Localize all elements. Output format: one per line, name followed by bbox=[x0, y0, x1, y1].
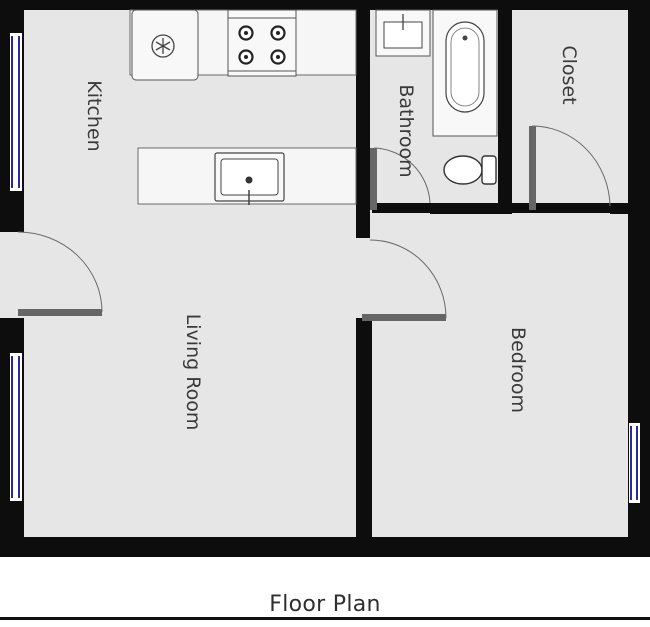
bath-closet-wall bbox=[498, 10, 512, 213]
entry-door-leaf bbox=[18, 309, 102, 316]
refrigerator bbox=[131, 9, 199, 81]
kitchen-bath-wall bbox=[356, 10, 370, 238]
room-label-living-room: Living Room bbox=[182, 314, 204, 431]
living-bedroom-wall bbox=[356, 318, 372, 537]
bathtub bbox=[432, 9, 498, 137]
snowflake-icon bbox=[151, 34, 175, 58]
bedroom-passage-floor bbox=[356, 237, 376, 319]
bathroom-vanity bbox=[375, 9, 431, 57]
bedroom-door-leaf bbox=[362, 314, 446, 321]
closet-door bbox=[529, 125, 611, 210]
sink-counter bbox=[137, 147, 357, 205]
interior-walls bbox=[0, 10, 628, 537]
bathroom-door-leaf bbox=[370, 148, 377, 210]
left-windows bbox=[10, 33, 22, 501]
bath-bedroom-wall bbox=[430, 203, 512, 214]
bedroom-floor bbox=[372, 213, 628, 537]
stove bbox=[227, 9, 297, 77]
front-wall-stub bbox=[0, 196, 24, 232]
room-label-closet: Closet bbox=[558, 45, 580, 104]
room-label-kitchen: Kitchen bbox=[83, 80, 105, 151]
closet-bedroom-wall bbox=[610, 203, 628, 214]
room-label-bathroom: Bathroom bbox=[395, 84, 417, 177]
floor-plan-caption: Floor Plan bbox=[269, 592, 381, 617]
room-label-bedroom: Bedroom bbox=[507, 327, 529, 413]
room-floors bbox=[24, 10, 628, 537]
kitchen-living-floor bbox=[24, 10, 356, 537]
floor-plan-diagram: Kitchen Bathroom Closet Living Room Bedr… bbox=[0, 0, 650, 557]
bathroom-door bbox=[370, 147, 431, 210]
bedroom-window bbox=[629, 423, 640, 503]
bottom-divider bbox=[0, 617, 650, 620]
toilet-icon bbox=[443, 155, 497, 185]
bathtub-icon bbox=[445, 21, 485, 113]
entry-door bbox=[0, 231, 103, 318]
bedroom-door bbox=[362, 239, 447, 321]
closet-door-leaf bbox=[529, 126, 536, 210]
